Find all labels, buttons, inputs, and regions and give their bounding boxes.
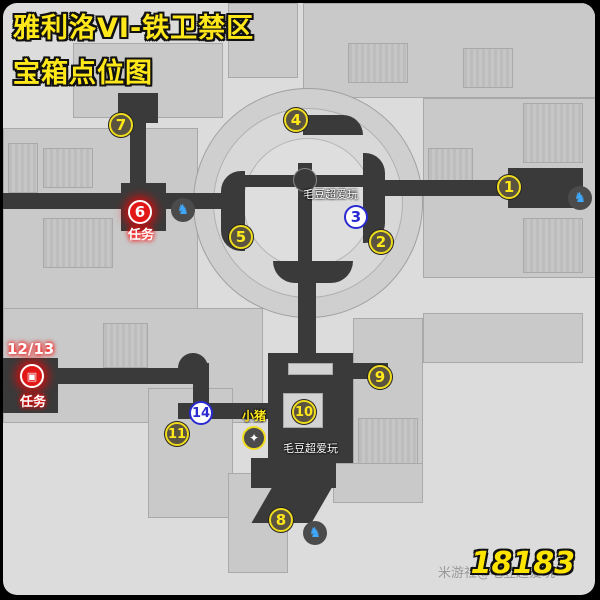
author-watermark-center: 毛豆超爱玩 <box>303 188 358 201</box>
building-block <box>43 218 113 268</box>
building-block <box>303 3 595 98</box>
teleport-icon: ♞ <box>176 202 190 218</box>
quest-label-6: 任务 <box>128 228 155 243</box>
plaza-arc-right <box>363 153 385 243</box>
plaza-arc-bottom <box>273 261 353 283</box>
chest-marker-4[interactable]: 4 <box>284 108 308 132</box>
chest-marker-9[interactable]: 9 <box>368 365 392 389</box>
quest-label-12-13-sub: 任务 <box>20 395 47 410</box>
npc-label: 小猪 <box>242 409 267 423</box>
chest-marker-8[interactable]: 8 <box>269 508 293 532</box>
puzzle-marker-3[interactable]: 3 <box>344 205 368 229</box>
building-block <box>43 148 93 188</box>
building-block <box>523 218 583 273</box>
map-frame: 雅利洛VI-铁卫禁区 宝箱点位图 1 2 3 4 5 6 任务 7 8 9 10… <box>3 3 595 595</box>
building-block <box>423 313 583 363</box>
source-watermark: 米游社@毛豆超爱玩 <box>437 566 555 581</box>
corridor-loop <box>53 368 198 384</box>
building-block <box>103 323 148 368</box>
chest-marker-11[interactable]: 11 <box>165 422 189 446</box>
quest-marker-12-13[interactable]: ▣ <box>20 364 44 388</box>
plaza-arc-top <box>303 115 363 135</box>
teleport-anchor-west[interactable]: ♞ <box>171 198 195 222</box>
chest-marker-5[interactable]: 5 <box>229 225 253 249</box>
teleport-icon: ♞ <box>308 525 322 541</box>
chest-marker-10[interactable]: 10 <box>292 400 316 424</box>
building-block <box>333 463 423 503</box>
corridor-south <box>298 278 316 358</box>
quest-marker-6[interactable]: 6 <box>128 200 152 224</box>
building-block <box>463 48 513 88</box>
quest-label-12-13: 12/13 <box>7 340 55 358</box>
teleport-anchor-south[interactable]: ♞ <box>303 521 327 545</box>
room-south-inner <box>288 363 333 375</box>
map-title-line1: 雅利洛VI-铁卫禁区 <box>13 13 255 44</box>
corridor-west <box>3 193 223 209</box>
building-block <box>8 143 38 193</box>
puzzle-marker-14[interactable]: 14 <box>189 401 213 425</box>
building-block <box>228 3 298 78</box>
map-title-line2: 宝箱点位图 <box>13 58 153 89</box>
chest-icon: ▣ <box>26 369 38 383</box>
building-block <box>523 103 583 163</box>
teleport-icon: ♞ <box>573 190 587 206</box>
plaza-center <box>293 168 317 192</box>
chest-marker-1[interactable]: 1 <box>497 175 521 199</box>
author-watermark-lower: 毛豆超爱玩 <box>283 442 338 455</box>
chest-marker-7[interactable]: 7 <box>109 113 133 137</box>
corridor-east <box>383 180 518 196</box>
building-block <box>348 43 408 83</box>
teleport-anchor-east[interactable]: ♞ <box>568 186 592 210</box>
site-logo: 18183 <box>470 546 575 581</box>
corridor-loop-down <box>193 363 209 413</box>
chest-marker-2[interactable]: 2 <box>369 230 393 254</box>
npc-icon[interactable]: ✦ <box>242 426 266 450</box>
